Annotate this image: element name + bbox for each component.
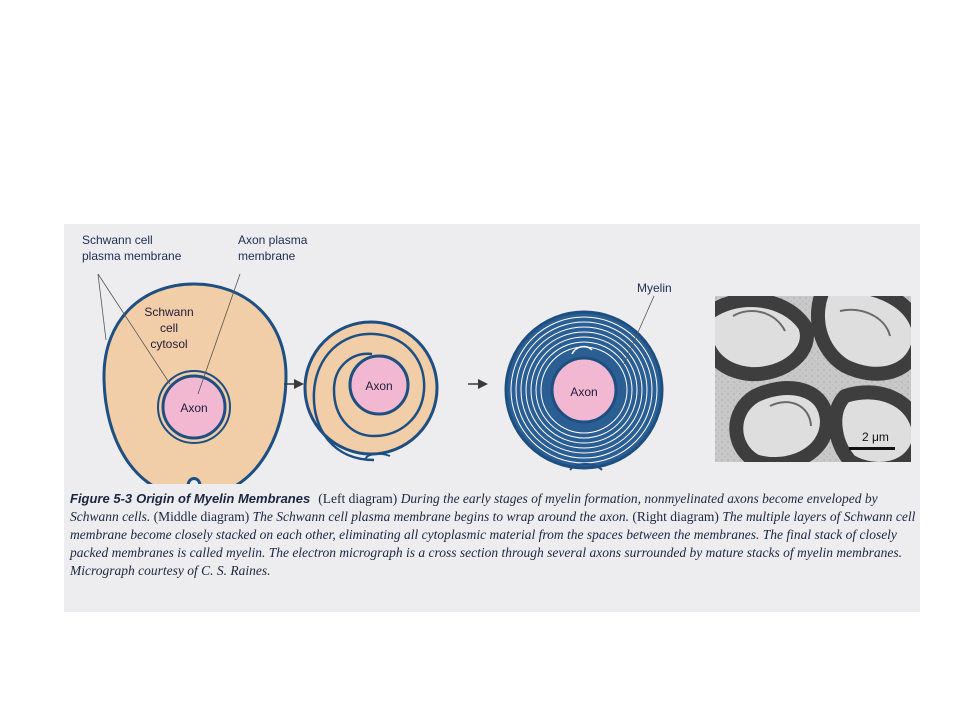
left-diagram-note: (Left diagram) (318, 491, 398, 506)
myelin-inner-fold (571, 345, 593, 355)
pointer-line (623, 295, 655, 365)
middle-diagram-text: The Schwann cell plasma membrane begins … (249, 509, 633, 524)
axon-membrane-label: Axon plasma membrane (238, 233, 308, 263)
left-diagram-text: During the early stages of myelin format… (70, 491, 878, 524)
pointer-line (97, 273, 171, 385)
figure-title: Origin of Myelin Membranes (136, 491, 311, 506)
right-diagram-note: (Right diagram) (632, 509, 719, 524)
scale-bar-label: 2 μm (862, 430, 889, 444)
micrograph-credit: Micrograph courtesy of C. S. Raines. (70, 563, 271, 578)
pointer-line (97, 273, 107, 341)
myelin-layer (520, 326, 648, 454)
myelin-outer-fold (569, 463, 603, 471)
myelin-layer (535, 341, 633, 439)
schwann-membrane-label: Schwann cell plasma membrane (82, 233, 182, 263)
middle-diagram (303, 320, 439, 462)
scale-bar (849, 447, 895, 450)
myelin-layer (530, 336, 638, 444)
myelin-diagrams (97, 273, 664, 484)
myelin-layer (510, 316, 658, 464)
membrane-fold (364, 452, 391, 461)
arrow-2 (468, 379, 488, 389)
axon-left-outer-membrane (157, 370, 231, 444)
figure-number: Figure 5-3 (70, 491, 133, 506)
axon-middle (348, 354, 410, 416)
membrane-spiral-middle (312, 332, 426, 462)
myelin-layer (515, 321, 653, 459)
right-diagram (504, 295, 664, 471)
right-diagram-text: The multiple layers of Schwann cell memb… (70, 509, 916, 560)
axon-label-middle: Axon (365, 379, 393, 393)
axon-label-right: Axon (570, 385, 598, 399)
axon-label-left: Axon (180, 401, 208, 415)
micrograph-image (715, 296, 911, 462)
axon-left (161, 374, 227, 440)
left-diagram (97, 273, 288, 484)
figure-panel: Schwann cell plasma membrane Axon plasma… (64, 224, 920, 612)
arrow-1 (284, 379, 304, 389)
schwann-cytosol-label: Schwann cell cytosol (144, 305, 194, 351)
axon-right (550, 356, 618, 424)
electron-micrograph: 2 μm (715, 296, 911, 462)
pointer-line (197, 273, 241, 395)
myelin-layer (525, 331, 643, 449)
middle-diagram-note: (Middle diagram) (153, 509, 250, 524)
myelin-label: Myelin (637, 281, 672, 295)
